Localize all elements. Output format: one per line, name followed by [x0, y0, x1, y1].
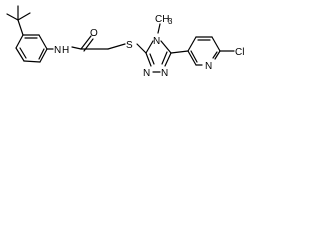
atom-label-carbonyl-o: O [90, 28, 98, 39]
bond-pyridine-3 [211, 36, 221, 52]
bond-benzene-2 [15, 47, 25, 62]
bond-pyridine-1 [187, 36, 197, 52]
bond-triazole-n2-c3-a [145, 52, 152, 67]
atom-label-triazole-n4: N [153, 36, 160, 47]
bond-pyridine-6 [187, 50, 197, 66]
bond-tbu-to-ring [17, 19, 24, 36]
bonds [6, 5, 235, 73]
bond-triazole-c5-n1-a [164, 52, 172, 67]
atom-label-amide-n: N [54, 45, 61, 56]
atom-label-amide-h: H [62, 45, 69, 56]
bond-pyridine-inner-3 [190, 50, 198, 63]
bond-ch2-to-s [107, 43, 126, 50]
bond-benzene-5 [38, 34, 48, 50]
bond-benzene-4 [39, 48, 48, 63]
bond-triazole-to-pyridine [170, 50, 189, 54]
structure-diagram: N H O S CH 3 N N N N Cl [6, 5, 244, 79]
bond-s-to-triazole [136, 43, 147, 54]
bond-triazole-c3-n4 [145, 40, 154, 54]
atom-label-methyl-subscript: 3 [168, 17, 173, 26]
bond-pyridine-4 [214, 50, 221, 60]
bond-triazole-c5-n1-b [161, 51, 168, 65]
bond-tbu-methyl-right [17, 12, 31, 21]
atom-label-triazole-n2: N [143, 68, 150, 79]
bond-n4-to-methyl [157, 23, 161, 34]
bond-nh-to-carbonyl [71, 46, 82, 50]
atom-label-pyridine-n: N [205, 61, 212, 72]
bond-tbu-methyl-left [6, 13, 19, 21]
bond-carbonyl-o-a [80, 35, 92, 50]
atom-label-sulfur: S [126, 40, 133, 51]
bond-benzene-1 [15, 34, 24, 49]
bond-triazole-n2-c3-b [149, 53, 155, 65]
bond-triazole-n4-c5 [160, 40, 172, 54]
bond-pyridine-inner-2 [212, 51, 218, 59]
atom-label-triazole-n1: N [161, 68, 168, 79]
bond-benzene-3 [23, 60, 41, 63]
bond-benzene-inner-1 [19, 47, 27, 59]
atom-label-methyl: CH [155, 14, 169, 25]
atom-labels: N H O S CH 3 N N N N Cl [54, 14, 244, 79]
atom-label-chlorine: Cl [235, 47, 244, 58]
bond-benzene-inner-2 [38, 48, 45, 60]
